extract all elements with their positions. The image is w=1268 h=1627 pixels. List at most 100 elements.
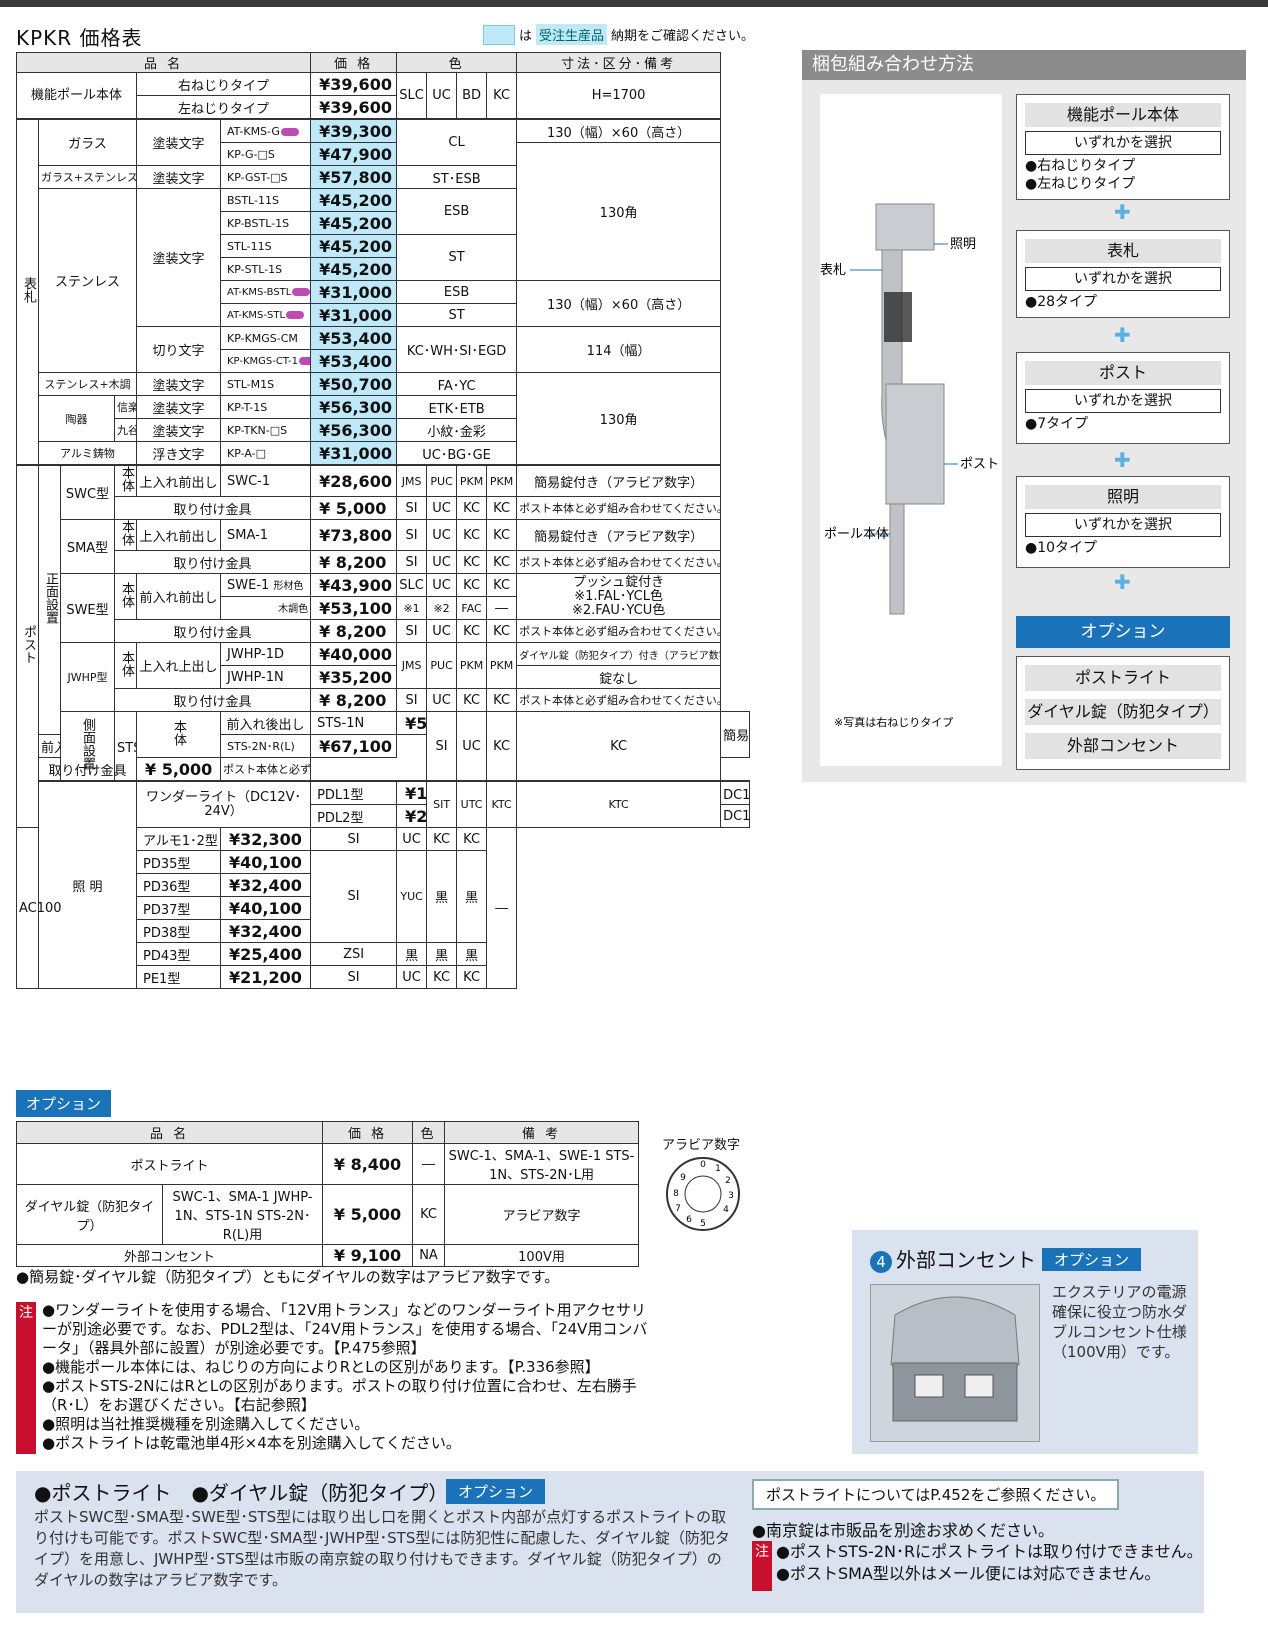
note-line: ●機能ポール本体には、ねじりの方向によりRとLの区別があります。【P.336参照… xyxy=(42,1358,600,1376)
table-row: PD35型 ¥40,100 SI YUC 黒 黒 xyxy=(17,850,750,943)
color-cell: 小紋･金彩 xyxy=(396,418,518,442)
fitting-cell: 取り付け金具 xyxy=(113,496,312,520)
price: ¥16,500 xyxy=(396,780,428,805)
option-table: 品 名 価 格 色 備 考 ポストライト ¥ 8,400 ― SWC-1、SMA… xyxy=(15,1121,640,1267)
code-cell: KP-A-□ xyxy=(219,441,312,466)
color-cell: FAC xyxy=(456,596,488,620)
price: ¥50,700 xyxy=(310,372,398,396)
color-cell: KC xyxy=(486,72,518,120)
color-cell: ― xyxy=(412,1143,446,1185)
badge-icon xyxy=(280,127,299,136)
code-cell: KP-STL-1S xyxy=(219,257,312,281)
option-item: ダイヤル錠（防犯タイプ） xyxy=(1025,699,1221,725)
dial-title: アラビア数字 xyxy=(662,1138,741,1153)
color-cell: SI xyxy=(396,550,428,574)
table-row: 木調色 ¥53,100 ※1 ※2 FAC ― xyxy=(17,596,750,620)
color-cell: KC･WH･SI･EGD xyxy=(396,326,518,373)
header-price: 価 格 xyxy=(310,52,398,73)
cat-cell: 陶器 xyxy=(38,395,115,442)
table-row: AT-KMS-STL ¥31,000 ST xyxy=(17,303,750,327)
price: ¥ 8,200 xyxy=(310,619,398,643)
note-line: ●照明は当社推奨機種を別途購入してください。 xyxy=(42,1415,370,1433)
table-row: KP-BSTL-1S ¥45,200 xyxy=(17,211,750,235)
note-line: ●ワンダーライトを使用する場合、「12V用トランス」などのワンダーライト用アクセ… xyxy=(42,1301,648,1357)
price: ¥ 8,200 xyxy=(310,688,398,712)
color-cell: KTC xyxy=(516,780,722,828)
table-row: 表札 ガラス 塗装文字 AT-KMS-G ¥39,300 CL 130（幅）×6… xyxy=(16,118,750,466)
spec-cell: ダイヤル錠（防犯タイプ）付き（アラビア数字） xyxy=(516,642,722,666)
color-cell: 黒 xyxy=(396,942,428,966)
postlight-badge: オプション xyxy=(446,1479,546,1504)
spec-cell: DC12V･24V xyxy=(720,780,750,805)
price: ¥45,200 xyxy=(310,234,398,258)
table-row: ポストライト ¥ 8,400 ― SWC-1、SMA-1、SWE-1 STS-1… xyxy=(15,1143,640,1185)
price: ¥32,400 xyxy=(219,919,312,943)
table-header: 品 名 価 格 色 寸法･区分･備考 xyxy=(15,52,750,73)
code-cell: JWHP-1N xyxy=(219,665,312,689)
table-row: SWE型 本体 前入れ前出し SWE-1 形材色 ¥43,900 SLC UC … xyxy=(17,573,750,643)
color-cell: UC xyxy=(396,965,428,989)
table-row: 左ねじりタイプ ¥39,600 xyxy=(17,95,750,120)
postlight-box: ●ポストライト ●ダイヤル錠（防犯タイプ） オプション ポストSWC型･SMA型… xyxy=(16,1471,1204,1613)
table-row: AC100V アルモ1･2型 ¥32,300 SI UC KC KC ― xyxy=(16,827,750,989)
color-cell: KC xyxy=(456,550,488,574)
body-cell: 本体 xyxy=(114,573,137,620)
style-cell: 塗装文字 xyxy=(136,188,221,327)
code-cell: KP-T-1S xyxy=(219,395,312,419)
color-cell: KC xyxy=(486,619,518,643)
color-cell: JMS xyxy=(396,642,428,689)
light-select-box: 照明 いずれかを選択 ●10タイプ xyxy=(1016,476,1230,568)
code-cell: アルモ1･2型 xyxy=(136,827,221,851)
color-cell: UC xyxy=(426,550,458,574)
table-row: 取り付け金具 ¥ 8,200 SI UC KC KC ポスト本体と必ず組み合わせ… xyxy=(17,550,750,574)
color-cell: NA xyxy=(412,1244,446,1267)
legend-pre: は xyxy=(519,29,533,44)
table-row: ステンレス+木調 塗装文字 STL-M1S ¥50,700 FA･YC 130角 xyxy=(17,372,750,466)
code-cell: SWC-1 xyxy=(219,464,312,497)
table-row: ダイヤル錠（防犯タイプ） SWC-1、SMA-1 JWHP-1N、STS-1N … xyxy=(16,1184,640,1245)
box-item: ●10タイプ xyxy=(1025,540,1098,556)
price: ¥53,600 xyxy=(396,711,428,735)
color-cell: KC xyxy=(456,519,488,551)
spec-cell: 130角 xyxy=(516,142,722,281)
cat-cell: アルミ鋳物 xyxy=(38,441,137,466)
code-cell: PD38型 xyxy=(136,919,221,943)
svg-text:0: 0 xyxy=(700,1160,706,1170)
plus-icon: ✚ xyxy=(1114,200,1131,224)
badge-icon xyxy=(292,287,310,296)
table-row: アルミ鋳物 浮き文字 KP-A-□ ¥31,000 UC･BG･GE xyxy=(17,441,750,466)
svg-text:1: 1 xyxy=(715,1164,721,1174)
spec-cell: 錠なし xyxy=(516,665,722,689)
table-row: JWHP型 本体 上入れ上出し JWHP-1D ¥40,000 JMS PUC … xyxy=(17,642,750,712)
header-name: 品 名 xyxy=(15,1121,324,1144)
label-pole: ポール本体 xyxy=(824,527,889,542)
option-label: オプション xyxy=(16,1090,112,1117)
svg-text:6: 6 xyxy=(686,1215,692,1225)
price: ¥ 8,200 xyxy=(310,550,398,574)
outlet-illustration xyxy=(890,1296,1020,1422)
color-cell: UC xyxy=(426,688,458,712)
open-cell: 前入れ後出し xyxy=(219,711,312,735)
color-cell: ※2 xyxy=(426,596,458,620)
color-cell: KC xyxy=(456,496,488,520)
spec-cell: ポスト本体と必ず組み合わせてください。 xyxy=(516,619,722,643)
spec-cell: ポスト本体と必ず組み合わせてください。 xyxy=(516,550,722,574)
price: ¥31,000 xyxy=(310,280,398,304)
plus-icon: ✚ xyxy=(1114,323,1131,347)
pole-type: 左ねじりタイプ xyxy=(135,95,312,120)
badge-icon xyxy=(299,356,310,365)
spec-cell: 簡易錠付き（アラビア数字） xyxy=(516,519,722,551)
price: ¥45,200 xyxy=(310,211,398,235)
product-photo: 照明 表札 ポスト ポール本体 ※写真は右ねじりタイプ xyxy=(820,94,1002,766)
color-cell: ST xyxy=(396,234,518,281)
code-cell: SWE-1 形材色 xyxy=(219,573,312,597)
fitting-cell: 取り付け金具 xyxy=(113,550,312,574)
color-cell: SI xyxy=(396,688,428,712)
fitting-cell: 取り付け金具 xyxy=(113,619,312,643)
label-hyosatsu: 表札 xyxy=(820,263,846,278)
spec-cell: 130角 xyxy=(516,372,722,466)
outlet-badge: オプション xyxy=(1042,1248,1142,1271)
note-cell: SWC-1、SMA-1、SWE-1 STS-1N、STS-2N･L用 xyxy=(444,1143,640,1185)
color-cell: ST･ESB xyxy=(396,165,518,189)
